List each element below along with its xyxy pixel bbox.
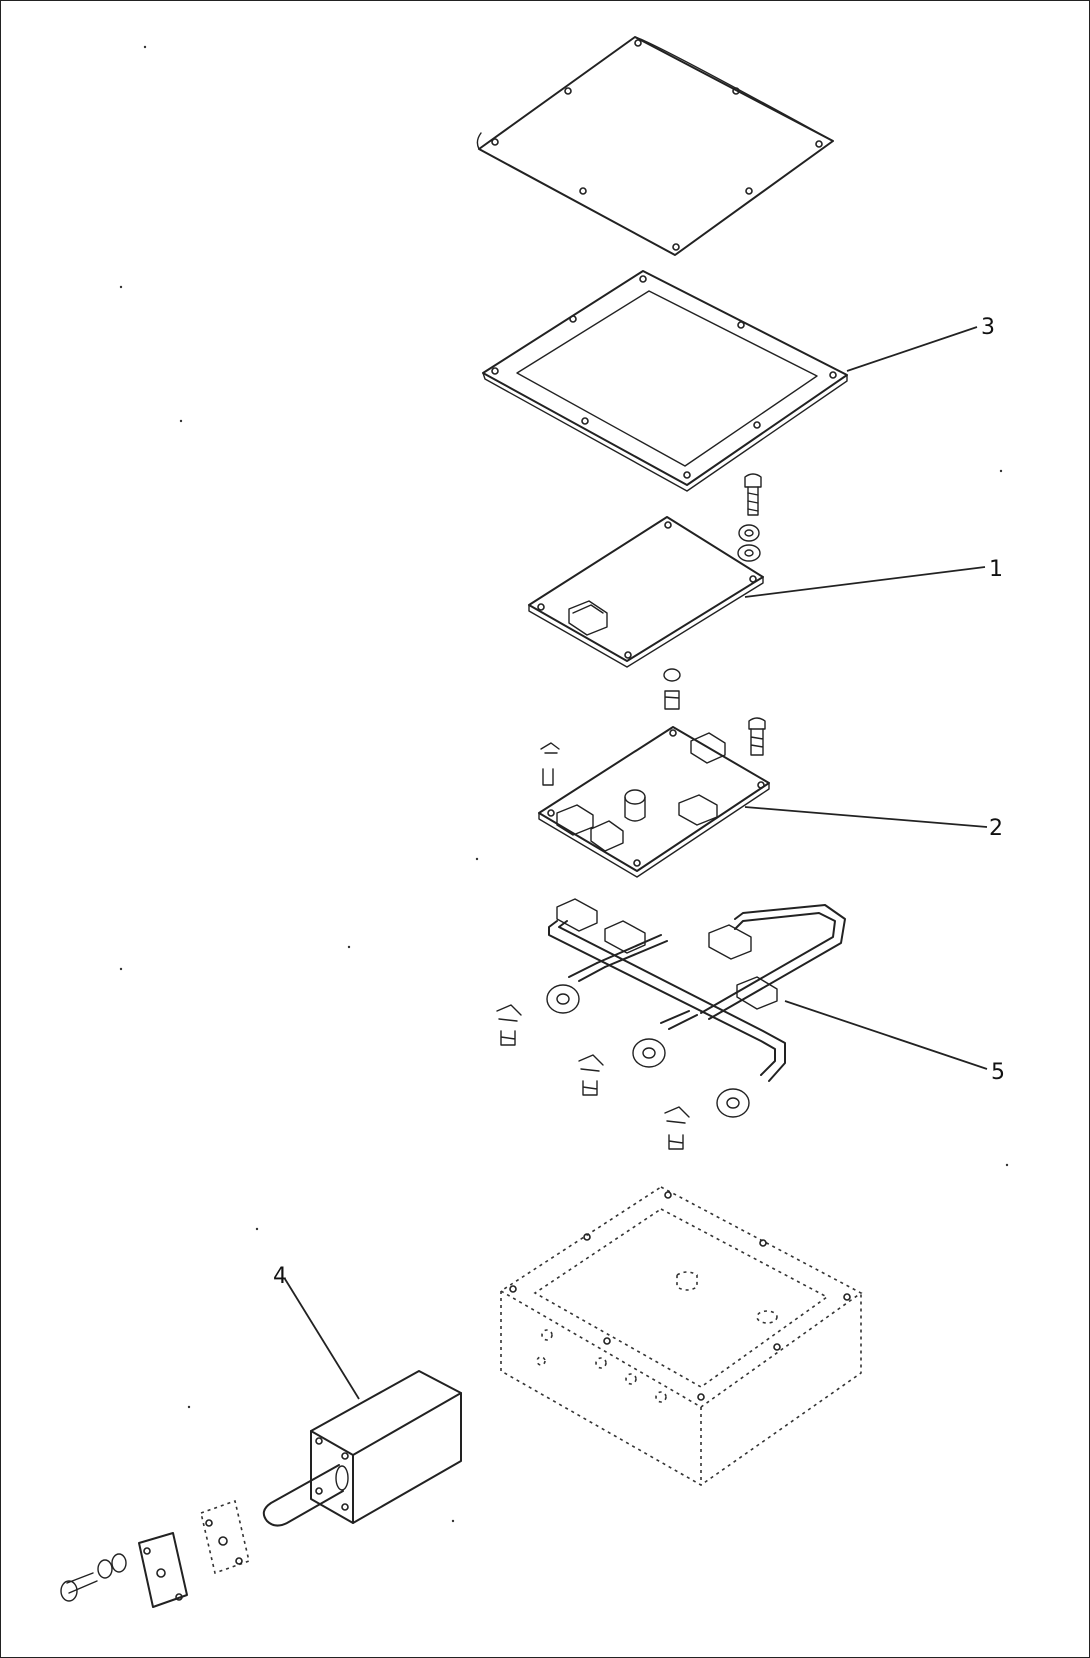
cover-plate [476, 36, 834, 256]
leader-line-2 [744, 806, 988, 828]
leader-line-3 [846, 326, 978, 372]
wiring-harness [496, 898, 846, 1150]
screw-upper [737, 473, 762, 562]
gasket-frame [482, 270, 848, 492]
leader-line-4 [284, 1278, 360, 1400]
leader-line-5 [784, 1000, 988, 1070]
callout-3: 3 [981, 315, 995, 340]
callout-4: 4 [273, 1264, 287, 1289]
mount-hardware [60, 1499, 250, 1608]
scan-specks [119, 45, 1009, 1523]
io-board [538, 726, 770, 878]
control-board [528, 516, 764, 668]
callout-5: 5 [991, 1060, 1005, 1085]
callout-2: 2 [989, 816, 1003, 841]
leader-line-1 [744, 566, 986, 598]
spacer-set [540, 668, 766, 786]
base-housing [499, 1186, 863, 1486]
callout-1: 1 [989, 557, 1003, 582]
actuator-motor [262, 1370, 462, 1527]
